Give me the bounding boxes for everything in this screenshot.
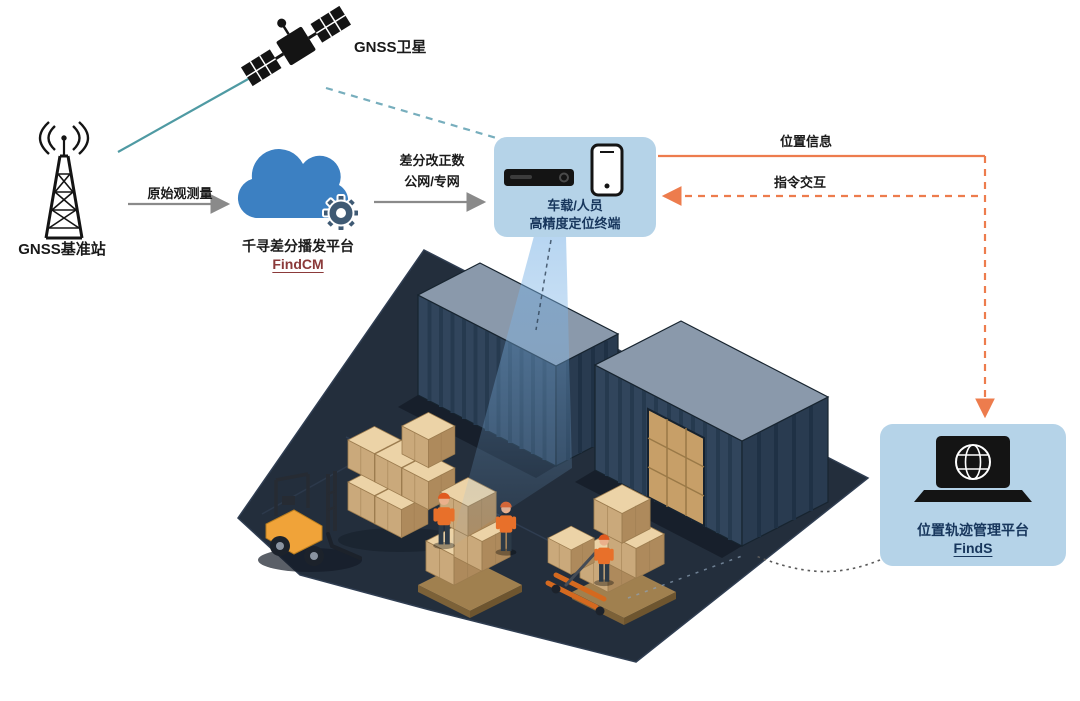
radio-tower-icon: [38, 121, 90, 240]
raw-observation-label: 原始观测量: [147, 186, 213, 201]
terminal-label-line1: 车载/人员: [547, 198, 603, 213]
satellite-icon: [240, 5, 352, 87]
command-interaction-label: 指令交互: [773, 175, 827, 190]
receiver-icon: [504, 169, 574, 186]
management-platform-panel: 位置轨迹管理平台 FindS: [880, 424, 1066, 566]
warehouse-scene-illustration: [237, 236, 870, 663]
base-station-label: GNSS基准站: [18, 241, 106, 258]
satellite-to-station-link: [117, 77, 251, 153]
cloud-gear-icon: [237, 149, 360, 232]
phone-icon: [590, 143, 624, 197]
forklift-icon: [258, 471, 362, 572]
network-label: 公网/专网: [404, 174, 460, 189]
satellite-label: GNSS卫星: [354, 39, 427, 56]
gear-icon: [322, 194, 360, 232]
management-platform-label: 位置轨迹管理平台: [917, 522, 1029, 538]
position-info-label: 位置信息: [779, 134, 833, 149]
shipping-container-front: [593, 320, 830, 547]
correction-data-label: 差分改正数: [399, 153, 465, 168]
laptop-globe-icon: [914, 436, 1032, 502]
cloud-platform-product: FindCM: [272, 256, 324, 272]
terminal-panel: 车载/人员 高精度定位终端: [494, 137, 656, 237]
crate-stack-center: [418, 477, 522, 618]
satellite-to-terminal-link: [325, 86, 511, 144]
pallet-jack: [545, 525, 607, 616]
terminal-label-line2: 高精度定位终端: [529, 216, 621, 231]
cloud-platform-label: 千寻差分播发平台: [242, 238, 354, 254]
positioning-beam: [450, 236, 572, 548]
scene-connector-line: [755, 555, 881, 573]
management-platform-product: FindS: [953, 540, 993, 556]
globe-icon: [955, 444, 991, 480]
cloud-icon: [237, 149, 349, 218]
terminal-icons: [504, 143, 624, 197]
